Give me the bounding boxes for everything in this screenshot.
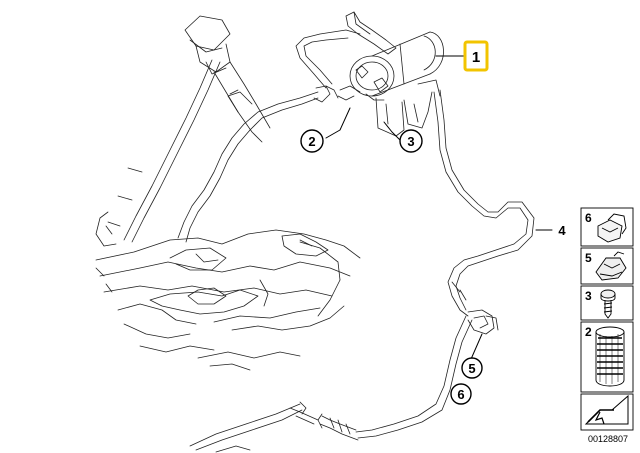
callout-6-label: 6 [457,387,464,402]
callout-3-label: 3 [407,134,414,149]
callout-1-label: 1 [472,49,480,66]
callout-1[interactable]: 1 [463,40,489,72]
callout-4[interactable]: 4 [558,223,566,238]
legend-item-5[interactable]: 5 [580,247,634,285]
callout-2-label: 2 [308,134,315,149]
purge-hose-drawing [177,85,355,243]
callout-2[interactable]: 2 [300,129,324,153]
legend-item-2[interactable]: 2 [580,321,634,393]
carbon-canister-drawing [295,11,444,137]
legend-item-6-label: 6 [585,211,592,225]
legend-item-6[interactable]: 6 [580,207,634,247]
filter-element-icon [595,326,625,387]
document-number: 00128807 [587,434,629,444]
legend-item-3[interactable]: 3 [580,285,634,321]
filler-neck-drawing [95,15,271,247]
legend-item-2-label: 2 [585,325,592,339]
callout-4-label: 4 [558,223,566,238]
legend-item-3-label: 3 [585,289,592,303]
callout-5[interactable]: 5 [461,357,483,379]
legend-item-5-label: 5 [585,251,592,265]
callout-6[interactable]: 6 [450,383,472,405]
callout-5-label: 5 [468,361,475,376]
screw-icon [600,289,616,319]
parts-legend: 6 5 3 [580,207,634,431]
bracket-clip-icon [595,251,627,281]
callout-3[interactable]: 3 [399,129,423,153]
callout-leader-lines [325,55,553,367]
arrow-icon [584,394,629,425]
fuel-tank-drawing [95,229,361,371]
legend-item-arrow[interactable] [580,393,634,431]
clip-icon [597,213,627,243]
fuel-line-drawing [189,89,535,453]
